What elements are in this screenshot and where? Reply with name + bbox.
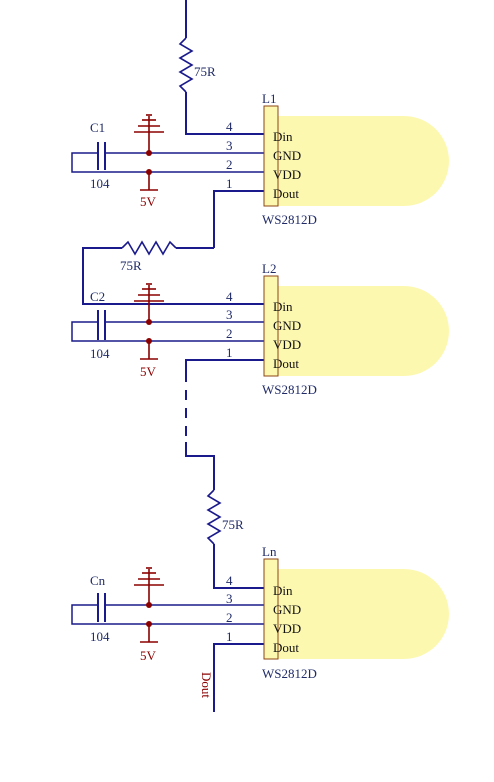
output-label-dout: Dout: [199, 672, 214, 698]
led-ln-ref: Ln: [262, 544, 277, 559]
resistor-r1-value: 75R: [194, 64, 216, 79]
ground-symbol-1: [134, 114, 164, 156]
resistor-r2: [121, 240, 177, 256]
supply-label-2: 5V: [140, 364, 157, 379]
pin-label-dout: Dout: [273, 356, 299, 371]
capacitor-cn-ref: Cn: [90, 573, 106, 588]
pin-label-vdd: VDD: [273, 167, 301, 182]
ground-symbol-n: [134, 567, 164, 608]
capacitor-cn-loop: [71, 604, 105, 625]
led-l2: [263, 275, 449, 377]
pin-number-4: 4: [226, 289, 233, 304]
pin-number-4: 4: [226, 119, 233, 134]
vcc-symbol-2: [140, 338, 158, 360]
pin-label-gnd: GND: [273, 148, 301, 163]
resistor-rn: [206, 489, 222, 545]
capacitor-cn-value: 104: [90, 629, 110, 644]
led-ln: [263, 558, 449, 660]
pin-label-din: Din: [273, 299, 293, 314]
din-wire-2: [82, 247, 264, 305]
pin-label-din: Din: [273, 129, 293, 144]
pin-number-2: 2: [226, 610, 233, 625]
led-l1: [263, 105, 449, 207]
capacitor-c2-ref: C2: [90, 289, 105, 304]
capacitor-c2-value: 104: [90, 346, 110, 361]
pin-label-vdd: VDD: [273, 337, 301, 352]
pin-number-1: 1: [226, 176, 233, 191]
dout-wire-2: [185, 359, 264, 372]
stage-n: 75R Cn 104 5V Dout 4 3 2 1: [71, 489, 449, 712]
stage-1: 75R C1 104 5V 4 3 2 1: [71, 0, 449, 248]
resistor-r2-value: 75R: [120, 258, 142, 273]
stage-2: 75R C2 104 5V 4 3 2 1: [71, 240, 449, 490]
pin-number-2: 2: [226, 157, 233, 172]
link-wire-n: [185, 442, 215, 490]
pin-label-dout: Dout: [273, 186, 299, 201]
dout-wire-1: [213, 190, 264, 248]
pin-label-gnd: GND: [273, 602, 301, 617]
vcc-symbol-1: [140, 169, 158, 191]
pin-label-vdd: VDD: [273, 621, 301, 636]
led-l1-ref: L1: [262, 91, 276, 106]
supply-label-n: 5V: [140, 648, 157, 663]
din-wire-n: [213, 544, 264, 589]
led-l2-part: WS2812D: [262, 382, 317, 397]
pin-number-3: 3: [226, 307, 233, 322]
ground-symbol-2: [134, 283, 164, 325]
pin-label-gnd: GND: [273, 318, 301, 333]
pin-label-dout: Dout: [273, 640, 299, 655]
pin-number-4: 4: [226, 573, 233, 588]
capacitor-c1-value: 104: [90, 176, 110, 191]
dout-wire-n: [213, 643, 264, 712]
resistor-r1: [178, 37, 194, 93]
pin-number-1: 1: [226, 345, 233, 360]
pin-label-din: Din: [273, 583, 293, 598]
capacitor-c2-loop: [71, 321, 105, 342]
pin-number-1: 1: [226, 629, 233, 644]
vcc-symbol-n: [140, 621, 158, 643]
led-ln-part: WS2812D: [262, 666, 317, 681]
capacitor-c1-ref: C1: [90, 120, 105, 135]
pin-number-3: 3: [226, 138, 233, 153]
resistor-rn-value: 75R: [222, 517, 244, 532]
din-wire-1: [185, 92, 264, 135]
led-l2-ref: L2: [262, 261, 276, 276]
capacitor-c1-loop: [71, 152, 105, 173]
supply-label-1: 5V: [140, 194, 157, 209]
pin-number-3: 3: [226, 591, 233, 606]
pin-number-2: 2: [226, 326, 233, 341]
led-l1-part: WS2812D: [262, 212, 317, 227]
